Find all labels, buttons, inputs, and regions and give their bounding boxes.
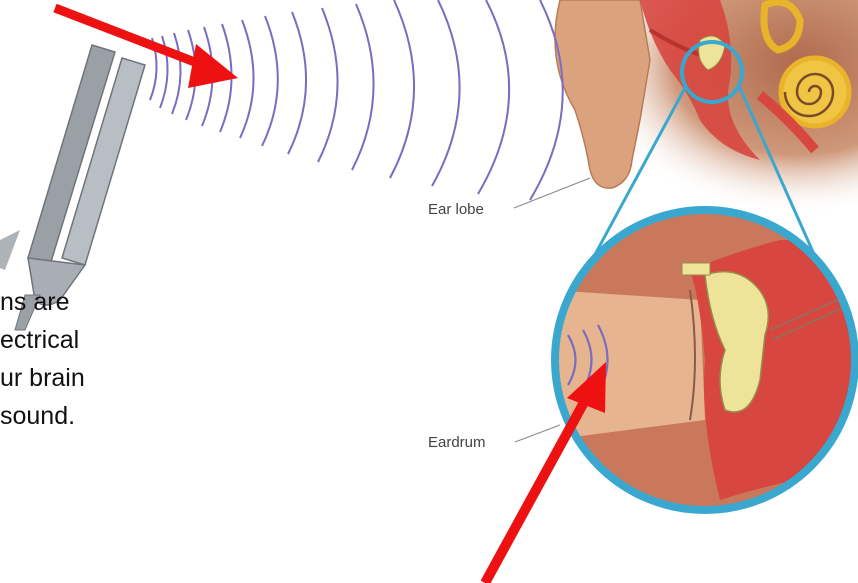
caption-text: ns are ectrical ur brain sound.: [0, 283, 400, 435]
sound-wave-icon: [150, 0, 563, 200]
caption-line: sound.: [0, 397, 400, 435]
cochlea: [781, 58, 849, 126]
label-ear-lobe: Ear lobe: [428, 201, 484, 218]
caption-line: ur brain: [0, 359, 400, 397]
head-illustration: [555, 0, 858, 215]
caption-line: ns are: [0, 283, 400, 321]
caption-line: ectrical: [0, 321, 400, 359]
pointer-arrow-icon: [485, 362, 606, 583]
label-eardrum: Eardrum: [428, 434, 486, 451]
magnifier-icon: [550, 205, 858, 515]
